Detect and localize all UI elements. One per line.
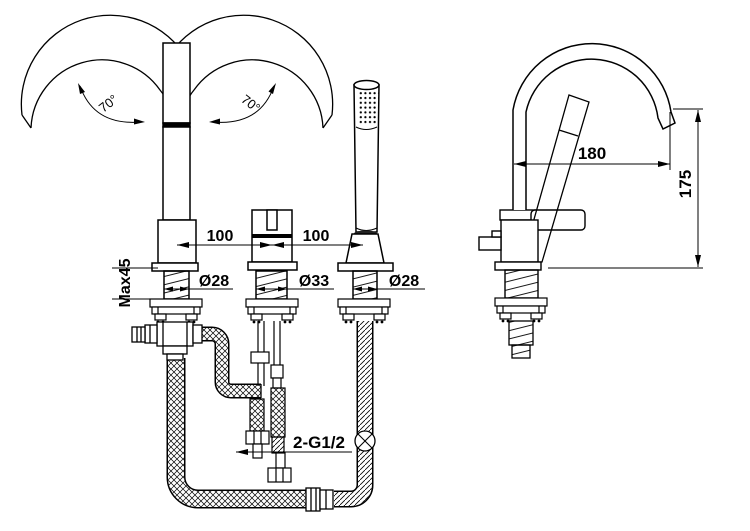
handle-escutcheon bbox=[247, 261, 298, 271]
deck-thickness-dimension bbox=[112, 267, 164, 300]
handle-assembly bbox=[247, 209, 298, 300]
handle-mounting-hardware bbox=[245, 298, 299, 325]
hose-inline-connector-icon bbox=[354, 430, 376, 452]
spout-escutcheon bbox=[151, 262, 199, 272]
left-arc-outer bbox=[20, 14, 188, 116]
handle-shank bbox=[255, 270, 288, 300]
swing-angle-right-label: 70° bbox=[238, 91, 263, 115]
spout-shank-dia-label: Ø28 bbox=[199, 273, 229, 290]
diameter-leaders bbox=[164, 286, 425, 292]
shower-mounting-hardware bbox=[337, 298, 391, 325]
height-label: 175 bbox=[676, 170, 695, 198]
reach-label: 180 bbox=[578, 144, 606, 163]
side-view bbox=[478, 42, 703, 359]
valve-shank-dia-label: Ø33 bbox=[299, 273, 329, 290]
hose-thread-leader bbox=[236, 449, 352, 455]
side-mounting-hardware bbox=[494, 297, 548, 324]
handle-joint-band bbox=[252, 234, 292, 238]
spacing-dimension bbox=[177, 242, 363, 248]
hole-spacing-right-label: 100 bbox=[303, 228, 330, 245]
front-view bbox=[20, 14, 425, 512]
supply-hoses bbox=[166, 321, 374, 509]
right-arc-endcap bbox=[322, 114, 333, 129]
shower-holder-cone bbox=[345, 233, 385, 264]
handle-slot bbox=[266, 209, 278, 231]
side-knob-step bbox=[491, 230, 502, 238]
swing-angle-left-label: 70° bbox=[96, 91, 121, 115]
swing-angle-arrows bbox=[78, 83, 276, 125]
height-dimension bbox=[548, 108, 703, 269]
spout-riser bbox=[162, 126, 191, 221]
side-shank-lower bbox=[508, 320, 534, 346]
side-mount-plate bbox=[499, 209, 536, 221]
hose-coupling bbox=[305, 487, 334, 512]
left-arc-inner bbox=[30, 59, 173, 129]
side-shower-wand bbox=[521, 94, 590, 263]
side-shank-stub bbox=[511, 344, 531, 359]
shower-escutcheon bbox=[337, 262, 394, 272]
spout-mounting-hardware bbox=[149, 298, 203, 325]
side-handle-bar bbox=[530, 209, 586, 231]
side-shank-upper bbox=[504, 269, 539, 299]
shower-shank bbox=[352, 270, 378, 300]
side-valve-body bbox=[500, 219, 539, 263]
right-arc-inner bbox=[181, 59, 324, 129]
shower-face-edge bbox=[355, 126, 378, 131]
side-escutcheon bbox=[494, 261, 542, 271]
shower-shank-dia-label: Ø28 bbox=[389, 273, 419, 290]
spout-shank bbox=[163, 270, 190, 300]
deck-thickness-label: Max45 bbox=[117, 258, 134, 307]
dimension-labels: 70° 70° 100 100 Max45 Ø28 Ø33 Ø28 2-G1/2… bbox=[96, 91, 695, 452]
handle-supply-tails bbox=[245, 321, 292, 483]
left-arc-endcap bbox=[21, 114, 32, 129]
right-arc-outer bbox=[166, 14, 334, 116]
hole-spacing-left-label: 100 bbox=[207, 228, 234, 245]
spout-tube bbox=[162, 42, 191, 124]
spout-assembly bbox=[151, 42, 199, 300]
hose-thread-label: 2-G1/2 bbox=[293, 433, 345, 452]
reach-dimension bbox=[514, 112, 671, 170]
shower-wand-lower-edge bbox=[355, 227, 378, 232]
hand-shower-assembly bbox=[337, 79, 394, 300]
shower-spray-face bbox=[357, 91, 379, 124]
shower-wand-top bbox=[353, 79, 380, 91]
side-gooseneck-spout bbox=[512, 42, 676, 210]
diverter-valve bbox=[131, 321, 203, 361]
side-diverter-knob bbox=[478, 236, 502, 251]
spout-base-body bbox=[157, 219, 197, 264]
